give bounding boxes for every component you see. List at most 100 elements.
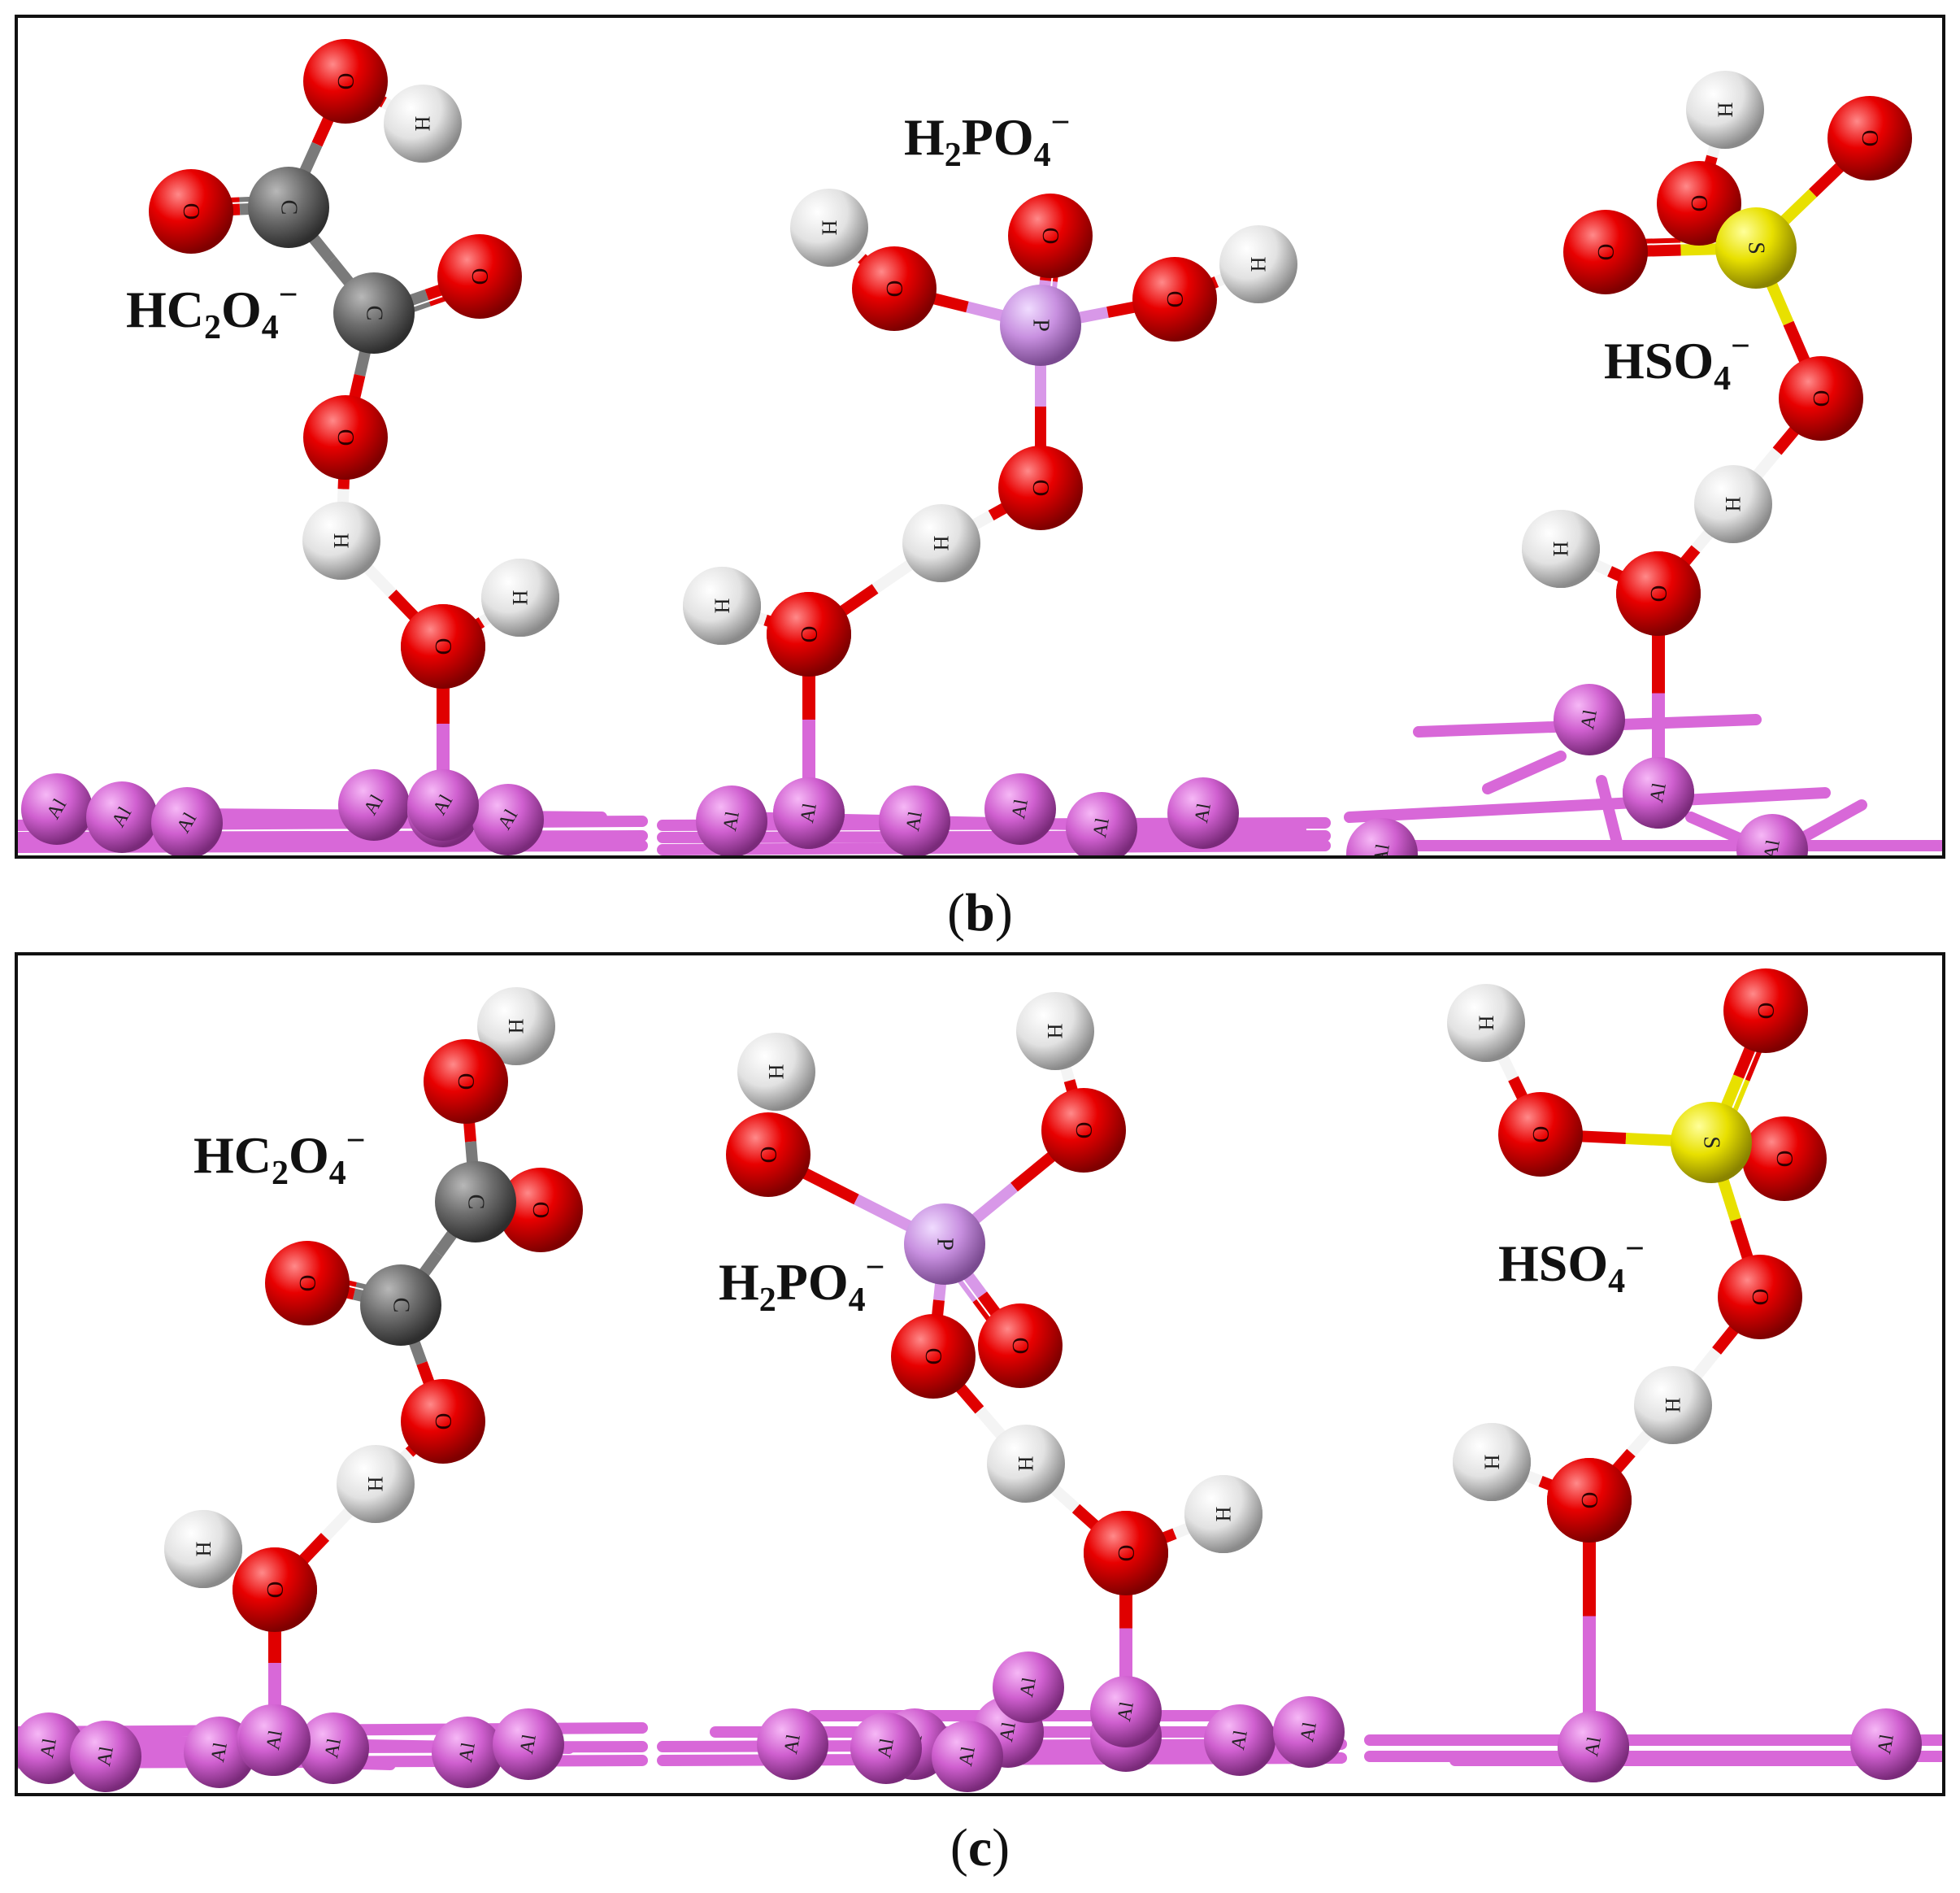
oxygen-atom: O [1498,1092,1583,1177]
svg-text:Al: Al [1089,816,1114,839]
svg-text:O: O [1162,291,1188,308]
aluminum-atom: Al [493,1708,564,1780]
hydrogen-atom: H [902,504,980,582]
svg-text:Al: Al [996,1721,1020,1743]
svg-text:Al: Al [955,1745,980,1768]
hydrogen-atom: H [481,559,559,637]
label-h2po4-c: H2PO4− [719,1249,885,1319]
oxygen-atom: O [1657,161,1741,246]
oxygen-atom: O [424,1039,508,1124]
aluminum-atom: Al [407,769,479,841]
oxygen-atom: O [767,592,851,677]
oxygen-atom: O [891,1314,976,1399]
svg-text:O: O [528,1202,554,1219]
carbon-atom: C [360,1264,441,1346]
hydrogen-atom: H [384,85,462,163]
svg-text:S: S [1744,242,1769,255]
svg-text:O: O [430,1413,456,1430]
svg-text:H: H [505,1018,528,1034]
sulfur-atom: S [1671,1102,1752,1183]
svg-text:C: C [389,1298,414,1313]
svg-text:O: O [178,203,204,220]
svg-text:Al: Al [455,1741,480,1764]
svg-text:H: H [411,115,435,131]
svg-text:H: H [1549,541,1573,556]
svg-text:H: H [1662,1397,1685,1412]
oxygen-atom: O [265,1241,350,1325]
svg-text:Al: Al [263,1729,287,1752]
hydrogen-atom: H [1694,465,1772,543]
oxygen-atom: O [1008,194,1093,278]
aluminum-atom: Al [1204,1704,1276,1776]
hydrogen-atom: H [1016,992,1094,1070]
svg-text:O: O [755,1147,781,1164]
svg-text:O: O [1747,1289,1773,1306]
panel-b-frame [15,15,1945,859]
svg-text:H: H [192,1542,215,1557]
surface-bond [1344,787,1831,823]
aluminum-atom: Al [1623,757,1694,829]
aluminum-atom: Al [757,1708,828,1780]
oxygen-atom: O [1779,356,1863,441]
aluminum-atom: Al [1558,1711,1629,1782]
svg-text:Al: Al [321,1737,345,1760]
svg-text:H: H [364,1476,388,1491]
svg-text:H: H [1480,1455,1504,1470]
svg-text:O: O [467,268,493,285]
svg-text:O: O [1007,1338,1033,1355]
svg-text:Al: Al [516,1733,541,1756]
svg-text:Al: Al [1646,781,1671,804]
oxygen-atom: O [978,1303,1063,1388]
svg-text:Al: Al [797,802,821,825]
oxygen-atom: O [726,1112,811,1197]
svg-text:H: H [765,1064,789,1079]
aluminum-atom: Al [1554,684,1625,755]
svg-text:H: H [1212,1506,1236,1521]
aluminum-atom: Al [932,1721,1003,1792]
aluminum-atom: Al [773,777,845,849]
svg-text:H: H [1044,1023,1067,1038]
svg-text:O: O [1645,585,1671,603]
aluminum-atom: Al [1090,1676,1162,1747]
oxygen-atom: O [1563,210,1648,294]
oxygen-atom: O [1827,96,1912,181]
svg-text:H: H [1475,1016,1498,1031]
oxygen-atom: O [303,39,388,124]
svg-text:H: H [330,533,354,548]
svg-text:O: O [262,1582,288,1599]
caption-c: (c) [950,1818,1010,1878]
svg-text:Al: Al [1191,802,1215,825]
hydrogen-atom: H [987,1425,1065,1503]
oxygen-atom: O [303,395,388,480]
svg-text:O: O [430,638,456,655]
svg-text:O: O [1037,228,1063,245]
aluminum-atom: Al [1066,792,1137,855]
svg-text:Al: Al [37,1737,61,1760]
svg-text:O: O [1028,480,1054,497]
aluminum-atom: Al [239,1704,311,1776]
oxygen-atom: O [1723,968,1808,1053]
panel-c: AlAlAlAlAlAlAlAlAlAlAlAlAlAlAlAlAlAlHOOO… [18,968,1942,1792]
svg-text:Al: Al [1297,1721,1321,1743]
aluminum-atom: Al [432,1717,503,1788]
oxygen-atom: O [401,604,485,689]
label-h2po4-b: H2PO4− [904,104,1071,174]
hydrogen-atom: H [1634,1366,1712,1444]
hydrogen-atom: H [790,189,868,267]
hydrogen-atom: H [737,1033,815,1111]
carbon-atom: C [435,1161,516,1242]
svg-text:O: O [1686,195,1712,212]
svg-text:H: H [930,535,954,550]
svg-text:Al: Al [93,1745,118,1768]
svg-text:O: O [332,429,359,446]
oxygen-atom: O [1132,257,1217,342]
svg-text:H: H [818,220,841,236]
svg-text:Al: Al [1370,842,1394,865]
svg-text:O: O [1071,1122,1097,1139]
surface-bond [1482,751,1567,794]
svg-text:O: O [1528,1126,1554,1143]
panel-c-frame [15,952,1945,1796]
svg-text:O: O [1857,130,1883,147]
svg-text:Al: Al [719,810,744,833]
